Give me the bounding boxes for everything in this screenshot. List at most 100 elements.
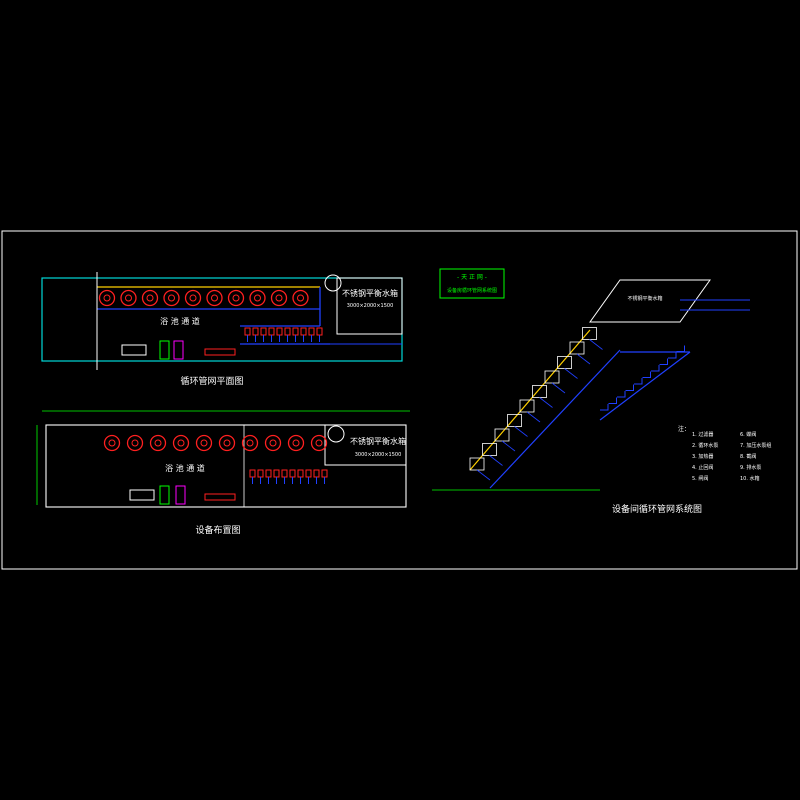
plan-bottom-tank-sub: 3000×2000×1500 xyxy=(355,452,402,458)
system-step xyxy=(600,404,609,411)
pump-icon xyxy=(308,327,315,336)
system-unit xyxy=(519,399,535,413)
filter-unit-2 xyxy=(159,485,170,505)
heater-icon xyxy=(249,289,266,307)
heater-icon xyxy=(120,289,137,307)
heater-icon xyxy=(206,289,223,307)
pump-icon xyxy=(257,469,264,478)
heater-core xyxy=(125,294,132,302)
heater-core xyxy=(189,294,197,302)
heater-icon xyxy=(292,289,309,307)
heater-icon xyxy=(126,434,144,452)
heater-row-bottom xyxy=(103,434,328,452)
plan-top-tank-sub: 3000×2000×1500 xyxy=(347,303,394,309)
system-unit-link xyxy=(501,440,516,452)
plan-bottom-corridor-label: 浴 池 通 道 xyxy=(165,463,205,473)
plan-bottom-tank-label: 不锈钢平衡水箱 xyxy=(350,436,406,446)
heater-icon xyxy=(184,289,202,307)
heater-core xyxy=(146,294,154,302)
pump-icon xyxy=(305,469,312,478)
note-item: 7. 加压水泵组 xyxy=(740,442,771,449)
heater-icon xyxy=(287,434,305,452)
equipment-box xyxy=(121,344,147,356)
system-box-title: - 天 正 网 - xyxy=(457,274,487,281)
heater-core xyxy=(223,439,231,447)
heater-icon xyxy=(172,434,190,452)
heater-icon xyxy=(141,289,159,307)
heater-core xyxy=(254,294,261,302)
system-unit xyxy=(544,370,560,384)
pump-icon xyxy=(289,469,296,478)
note-item: 5. 闸阀 xyxy=(692,475,708,482)
heater-icon xyxy=(103,434,121,452)
pump-icon xyxy=(292,327,299,336)
pump-icon xyxy=(265,469,272,478)
system-diagram: - 天 正 网 - 设备房循环管网系统图 不锈钢平衡水箱 注： 1. 过滤器 2.… xyxy=(432,268,771,515)
heater-icon xyxy=(227,289,245,307)
system-unit xyxy=(557,356,572,369)
system-step xyxy=(634,378,643,385)
pump-icon xyxy=(297,469,304,478)
pump-icon xyxy=(300,327,307,336)
pump-icon xyxy=(313,469,320,478)
heater-core xyxy=(108,439,116,447)
system-unit-stack xyxy=(469,327,603,481)
pump-icon xyxy=(284,327,291,336)
drain-pump-2 xyxy=(204,493,236,501)
note-item: 2. 循环水泵 xyxy=(692,442,718,449)
heater-core xyxy=(232,294,240,302)
heater-icon xyxy=(163,289,180,307)
pump-icon xyxy=(316,327,323,336)
drain-pump xyxy=(204,348,236,356)
pump-icon xyxy=(244,327,251,336)
heater-icon xyxy=(218,434,236,452)
tank-fitting-icon xyxy=(324,274,342,292)
pump-icon xyxy=(281,469,288,478)
note-item: 4. 止回阀 xyxy=(692,464,713,471)
heater-icon xyxy=(270,289,288,307)
system-cold-riser xyxy=(489,349,621,489)
heater-core xyxy=(177,439,185,447)
system-tank-label: 不锈钢平衡水箱 xyxy=(627,295,662,302)
notes-heading: 注： xyxy=(678,425,690,433)
system-return-diag xyxy=(599,351,691,421)
system-unit xyxy=(582,327,597,340)
pump-icon xyxy=(249,469,256,478)
heater-core xyxy=(131,439,139,447)
pump-icon xyxy=(321,469,328,478)
pump-icon xyxy=(273,469,280,478)
heater-core xyxy=(168,294,175,302)
heater-core xyxy=(103,294,111,302)
heater-core xyxy=(297,294,304,302)
system-box xyxy=(439,268,505,299)
note-item: 3. 加热器 xyxy=(692,453,713,460)
system-unit-link xyxy=(476,469,491,481)
system-title: 设备间循环管网系统图 xyxy=(612,503,702,515)
heater-icon xyxy=(98,289,116,307)
note-item: 1. 过滤器 xyxy=(692,431,713,438)
heater-core xyxy=(200,439,208,447)
system-unit-link xyxy=(526,411,541,423)
system-step xyxy=(668,352,677,359)
heater-icon xyxy=(195,434,213,452)
system-step xyxy=(651,365,660,372)
system-step-pipes xyxy=(600,345,685,411)
system-box-sub: 设备房循环管网系统图 xyxy=(447,287,497,294)
system-unit-link xyxy=(539,397,553,408)
control-cabinet-2 xyxy=(175,485,186,505)
note-item: 10. 水箱 xyxy=(740,475,760,482)
heater-row-top xyxy=(98,289,309,307)
plan-top-tank-label: 不锈钢平衡水箱 xyxy=(342,288,398,298)
system-step xyxy=(659,358,668,365)
heater-icon xyxy=(149,434,167,452)
system-unit-link xyxy=(551,382,566,394)
plan-top-corridor-label: 浴 池 通 道 xyxy=(160,316,200,326)
pump-icon xyxy=(268,327,275,336)
system-unit-link xyxy=(514,426,528,437)
plan-bottom-title: 设备布置图 xyxy=(195,524,240,536)
heater-icon xyxy=(241,434,259,452)
filter-unit xyxy=(159,340,170,360)
pump-icon xyxy=(260,327,267,336)
